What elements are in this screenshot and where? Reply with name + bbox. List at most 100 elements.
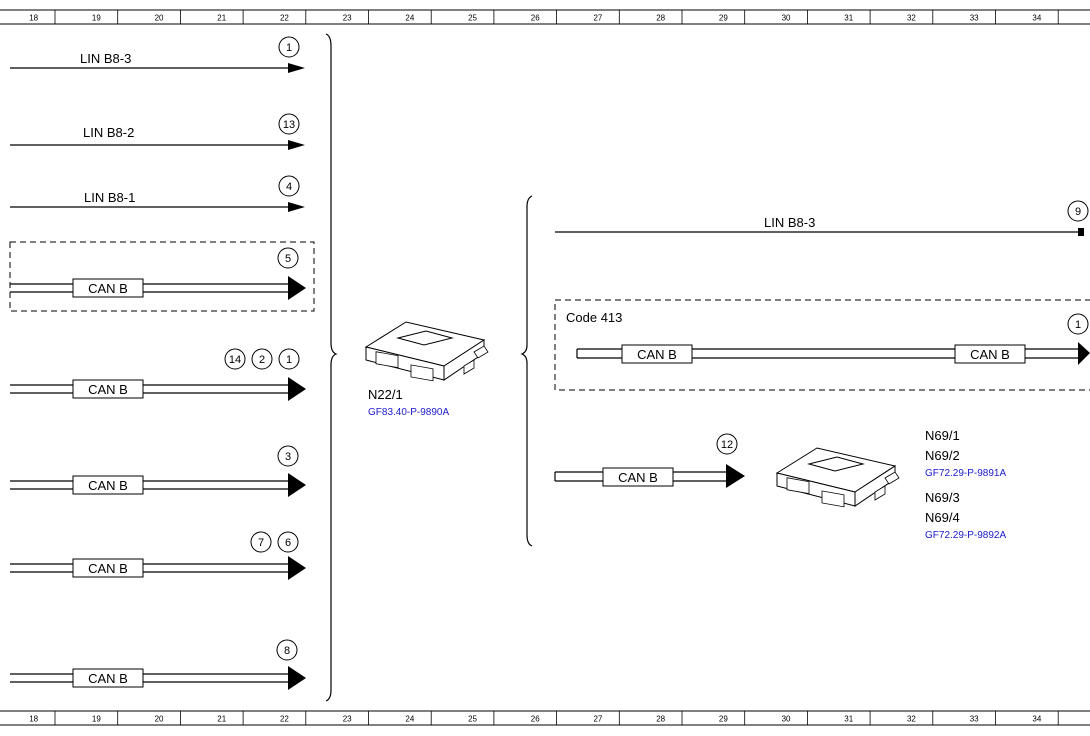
ruler-label: 23 (343, 14, 352, 23)
marker-circle: 4 (278, 175, 300, 197)
can-label-7: CAN B (88, 561, 128, 576)
ruler-label: 25 (468, 14, 477, 23)
svg-text:7: 7 (258, 537, 264, 549)
marker-circle: 14 (224, 348, 246, 370)
lin-line-row-2: LIN B8-2 (10, 125, 305, 150)
code-can-label-2: CAN B (970, 347, 1010, 362)
right-bottom-can-label: CAN B (618, 470, 658, 485)
marker-circle: 1 (278, 348, 300, 370)
can-label-4: CAN B (88, 281, 128, 296)
ruler-label: 19 (92, 715, 101, 724)
ruler-label: 20 (155, 14, 164, 23)
lin-label-3: LIN B8-1 (84, 190, 135, 205)
right-module-id: N69/2 (925, 448, 960, 463)
can-line-row-8: CAN B (10, 666, 306, 690)
ruler-label: 23 (343, 715, 352, 724)
ruler-label: 31 (844, 715, 853, 724)
ruler-label: 32 (907, 715, 916, 724)
right-lin-label: LIN B8-3 (764, 215, 815, 230)
center-module-ref: GF83.40-P-9890A (368, 407, 449, 418)
ruler-label: 22 (280, 14, 289, 23)
ruler-bottom: 18 19 20 21 22 23 24 25 26 27 28 29 30 31 32 33 34 (0, 710, 1090, 726)
svg-text:4: 4 (286, 181, 292, 193)
svg-text:5: 5 (285, 253, 291, 265)
right-module-ref: GF72.29-P-9891A (925, 468, 1006, 479)
svg-text:3: 3 (285, 451, 291, 463)
ruler-label: 28 (656, 715, 665, 724)
right-brace (520, 195, 533, 547)
lin-line-row-3: LIN B8-1 (10, 190, 305, 212)
ruler-label: 34 (1032, 14, 1041, 23)
ruler-label: 31 (844, 14, 853, 23)
ruler-label: 29 (719, 715, 728, 724)
can-line-row-6: CAN B (10, 473, 306, 497)
right-module-id: N69/1 (925, 428, 960, 443)
svg-text:2: 2 (259, 354, 265, 366)
svg-text:12: 12 (721, 439, 733, 451)
lin-label-1: LIN B8-3 (80, 51, 131, 66)
lin-line-row-1: LIN B8-3 (10, 51, 305, 73)
marker-circle: 8 (276, 639, 298, 661)
marker-circle: 5 (277, 247, 299, 269)
can-line-row-4: CAN B (10, 276, 306, 300)
can-line-row-7: CAN B (10, 556, 306, 580)
ruler-label: 24 (405, 715, 414, 724)
left-brace (325, 33, 338, 702)
ruler-label: 26 (531, 14, 540, 23)
ruler-label: 21 (217, 14, 226, 23)
marker-circle: 9 (1067, 200, 1089, 222)
lin-label-2: LIN B8-2 (83, 125, 134, 140)
svg-text:8: 8 (284, 645, 290, 657)
svg-text:6: 6 (285, 537, 291, 549)
door-control-unit-icon (775, 447, 900, 508)
can-label-6: CAN B (88, 478, 128, 493)
ruler-label: 30 (782, 14, 791, 23)
code-can-label-1: CAN B (637, 347, 677, 362)
ruler-label: 22 (280, 715, 289, 724)
can-label-8: CAN B (88, 671, 128, 686)
can-line-row-5: CAN B (10, 377, 306, 401)
right-module-id: N69/4 (925, 510, 960, 525)
ruler-label: 20 (155, 715, 164, 724)
ruler-label: 30 (782, 715, 791, 724)
marker-circle: 12 (716, 433, 738, 455)
ruler-label: 25 (468, 715, 477, 724)
ruler-label: 18 (29, 14, 38, 23)
ruler-top: 18 19 20 21 22 23 24 25 26 27 28 29 30 31 32 33 34 (0, 9, 1090, 25)
center-module-id: N22/1 (368, 387, 403, 402)
ruler-label: 26 (531, 715, 540, 724)
marker-circle: 1 (278, 36, 300, 58)
ruler-label: 24 (405, 14, 414, 23)
ruler-label: 21 (217, 715, 226, 724)
right-module-id: N69/3 (925, 490, 960, 505)
ruler-label: 19 (92, 14, 101, 23)
svg-text:1: 1 (1075, 319, 1081, 331)
left-dashed-box (9, 241, 315, 312)
ruler-label: 29 (719, 14, 728, 23)
svg-text:14: 14 (229, 354, 241, 366)
marker-circle: 2 (251, 348, 273, 370)
svg-text:13: 13 (283, 119, 295, 131)
svg-text:9: 9 (1075, 206, 1081, 218)
marker-circle: 1 (1067, 313, 1089, 335)
ruler-label: 34 (1032, 715, 1041, 724)
marker-circle: 3 (277, 445, 299, 467)
svg-text:1: 1 (286, 354, 292, 366)
right-bottom-can-line: CAN B (554, 464, 745, 488)
code-413-box (554, 299, 1090, 391)
code-413-label: Code 413 (566, 310, 622, 325)
ruler-label: 27 (593, 14, 602, 23)
code-413-can-line: CAN B CAN B (576, 342, 1090, 365)
marker-circle: 6 (277, 531, 299, 553)
marker-circle: 13 (278, 113, 300, 135)
ruler-label: 27 (593, 715, 602, 724)
ruler-label: 28 (656, 14, 665, 23)
ruler-label: 32 (907, 14, 916, 23)
right-module-ref: GF72.29-P-9892A (925, 530, 1006, 541)
ruler-label: 33 (970, 14, 979, 23)
can-label-5: CAN B (88, 382, 128, 397)
svg-text:1: 1 (286, 42, 292, 54)
ruler-label: 18 (29, 715, 38, 724)
ruler-label: 33 (970, 715, 979, 724)
